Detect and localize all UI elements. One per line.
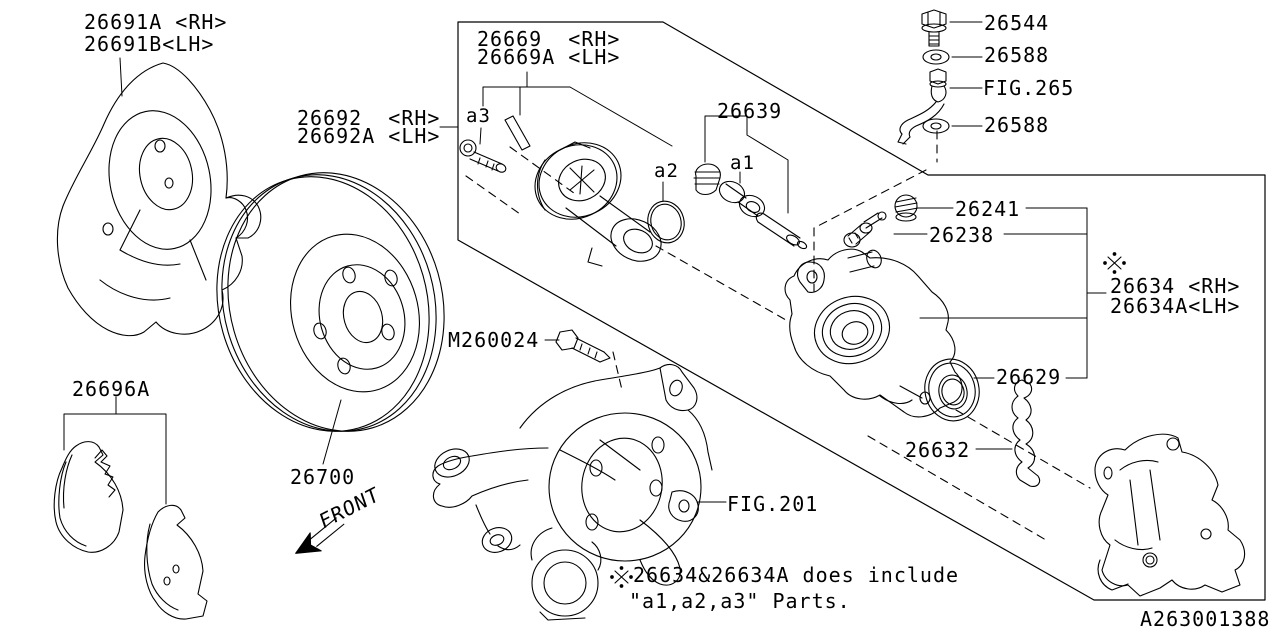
- part-label-a2: a2: [654, 160, 679, 182]
- part-label-air-bleeder-screw: 26238: [929, 223, 995, 247]
- reference-mark-icon: [1103, 252, 1126, 274]
- part-label-rear-knuckle-fig: FIG.201: [727, 492, 819, 516]
- piston-kit-drawing: [459, 115, 808, 267]
- part-label-brake-hose-fig: FIG.265: [983, 76, 1075, 100]
- union-bolt-and-hose-drawing: [897, 9, 950, 145]
- pad-clip-drawing: [1011, 379, 1041, 487]
- part-label-pin-boot-kit: 26639: [717, 99, 783, 123]
- footnote-line1: 26634&26634A does include: [633, 563, 960, 587]
- diagram-code: A263001388: [1140, 607, 1271, 631]
- part-label-gasket-lower: 26588: [984, 113, 1050, 137]
- part-label-caliper-body-rh: 26634 <RH>: [1110, 274, 1241, 298]
- disc-rotor-drawing: [216, 172, 445, 432]
- part-label-piston-kit-rh: 26669 <RH>: [477, 27, 621, 51]
- part-label-caliper-body-lh: 26634A<LH>: [1110, 294, 1241, 318]
- part-label-disc-rotor: 26700: [290, 465, 356, 489]
- part-label-piston-seal: 26629: [996, 365, 1062, 389]
- footnote-line2: "a1,a2,a3" Parts.: [629, 589, 851, 613]
- knuckle-bolt-drawing: [555, 329, 611, 363]
- caliper-body-drawing: [784, 194, 980, 422]
- knuckle-drawing: [432, 363, 713, 621]
- part-label-pad-clip: 26632: [905, 438, 971, 462]
- part-label-backing-plate-lh: 26691B<LH>: [84, 32, 215, 56]
- part-label-a3: a3: [466, 105, 491, 127]
- reference-mark-icon: [610, 566, 633, 588]
- support-bracket-drawing: [1094, 433, 1246, 597]
- part-label-caliper-kit-rh: 26692 <RH>: [297, 106, 441, 130]
- part-label-a1: a1: [730, 152, 755, 174]
- part-label-backing-plate-rh: 26691A <RH>: [84, 10, 228, 34]
- brake-pads-drawing: [53, 441, 208, 620]
- alignment-dashed-lines: [465, 130, 1091, 541]
- part-label-gasket-upper: 26588: [984, 43, 1050, 67]
- part-label-union-bolt: 26544: [984, 11, 1050, 35]
- part-label-pad-kit: 26696A: [72, 377, 151, 401]
- part-label-caliper-kit-lh: 26692A <LH>: [297, 124, 441, 148]
- part-label-piston-kit-lh: 26669A <LH>: [477, 45, 621, 69]
- part-label-knuckle-bolt: M260024: [448, 328, 540, 352]
- exploded-view-box: [457, 21, 1266, 601]
- front-arrow-icon: [295, 517, 345, 554]
- leader-lines: [63, 21, 1107, 505]
- part-label-bleeder-cap: 26241: [955, 197, 1021, 221]
- backing-plate-drawing: [56, 62, 262, 337]
